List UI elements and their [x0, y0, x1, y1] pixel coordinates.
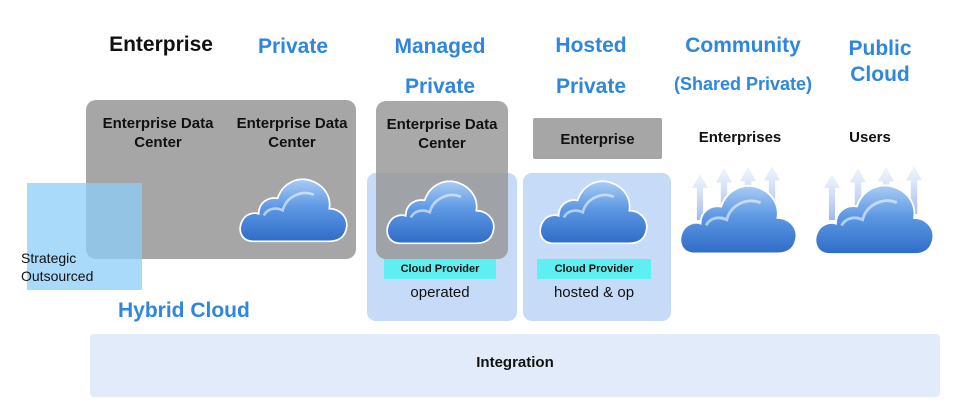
community-enterprises-label: Enterprises — [698, 129, 782, 146]
header-managed: Managed — [394, 35, 486, 58]
integration-bar — [90, 334, 940, 397]
cloud-icon — [813, 183, 935, 256]
cloud-icon — [678, 184, 798, 255]
strategic-outsourced-box — [27, 183, 142, 290]
hosted-enterprise-label: Enterprise — [560, 131, 635, 148]
header-public-cloud: Cloud — [850, 63, 910, 86]
managed-data-center-label: Enterprise Data Center — [386, 116, 498, 152]
managed-operated-label: operated — [410, 284, 470, 301]
header-hosted-private: Private — [555, 75, 627, 98]
public-users-label: Users — [849, 129, 891, 146]
header-community: Community — [685, 34, 801, 57]
hybrid-cloud-label: Hybrid Cloud — [118, 299, 250, 322]
integration-label: Integration — [476, 354, 554, 371]
private-data-center-label: Enterprise Data Center — [236, 115, 348, 151]
header-public: Public — [848, 37, 912, 60]
hosted-enterprise-box — [533, 118, 662, 159]
cloud-icon — [238, 177, 349, 243]
managed-cloud-provider-tag: Cloud Provider — [384, 259, 496, 279]
header-private: Private — [257, 35, 329, 58]
header-community-sub: (Shared Private) — [673, 74, 813, 94]
header-managed-private: Private — [404, 75, 476, 98]
header-hosted: Hosted — [555, 34, 627, 57]
cloud-icon — [385, 179, 496, 245]
hosted-cloud-provider-tag: Cloud Provider — [537, 259, 651, 279]
hosted-op-label: hosted & op — [553, 284, 635, 301]
strategic-label: Strategic — [21, 250, 77, 266]
header-enterprise: Enterprise — [109, 33, 213, 56]
cloud-icon — [538, 179, 649, 245]
enterprise-data-center-label: Enterprise Data Center — [102, 115, 214, 151]
outsourced-label: Outsourced — [21, 268, 94, 284]
